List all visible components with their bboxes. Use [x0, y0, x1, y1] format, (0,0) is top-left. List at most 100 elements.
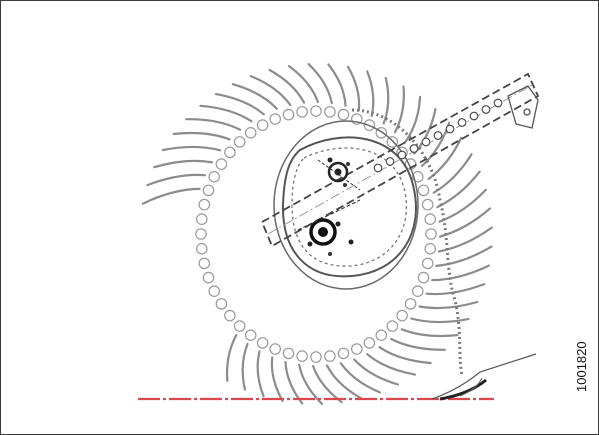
- reel-hole: [375, 329, 388, 341]
- reel-tine: [256, 350, 265, 398]
- reel-tine: [390, 337, 446, 351]
- reel-hole: [421, 257, 434, 270]
- reel-hole: [404, 298, 417, 310]
- reel-hole: [282, 108, 295, 121]
- arm-hole: [493, 98, 503, 108]
- reel-tine: [366, 70, 375, 118]
- reel-tine: [400, 328, 459, 338]
- reel-tine: [214, 93, 265, 116]
- reel-hole: [424, 243, 436, 255]
- hub-plate-inner: [291, 147, 408, 267]
- reel-guard-edge: [351, 108, 464, 376]
- reel-tine: [185, 118, 242, 131]
- reel-hole: [310, 105, 322, 117]
- reel-hole: [282, 347, 295, 360]
- reel-hole: [256, 337, 269, 349]
- reel-hole: [417, 271, 430, 284]
- reel-tine: [382, 76, 390, 125]
- reel-hole: [202, 271, 215, 284]
- reel-tine: [161, 145, 222, 152]
- reel-tine: [268, 68, 306, 104]
- reel-hole: [215, 158, 228, 170]
- reel-tine: [146, 173, 207, 187]
- arm-hole: [409, 144, 419, 153]
- reel-tine: [339, 362, 381, 394]
- reel-tine: [425, 283, 486, 296]
- reel-tine: [199, 104, 253, 123]
- reel-hole: [324, 350, 336, 362]
- reel-hole: [224, 309, 236, 322]
- reel-hole: [244, 127, 257, 139]
- reel-hole: [202, 184, 215, 197]
- reel-tine: [325, 364, 363, 400]
- reel-tine: [346, 65, 361, 112]
- reel-tine: [418, 300, 479, 310]
- reel-tine: [327, 63, 347, 107]
- main-sprocket: [297, 199, 361, 256]
- reel-tine: [353, 358, 399, 386]
- reel-hole: [198, 198, 211, 211]
- reel-hole: [296, 350, 308, 362]
- reel-hole: [198, 257, 211, 270]
- reel-tine: [312, 364, 343, 404]
- reel-hole: [386, 320, 399, 332]
- arm-hole: [457, 118, 467, 127]
- reel-tine: [393, 85, 405, 134]
- reel-hole: [256, 119, 269, 131]
- reel-tine: [404, 95, 422, 144]
- reel-hole: [224, 146, 236, 159]
- reel-tine: [427, 136, 463, 180]
- drive-arm-center: [267, 84, 533, 235]
- reel-hole: [425, 228, 437, 240]
- reel-tine: [241, 342, 249, 391]
- reel-tine: [307, 62, 333, 105]
- reel-tines: [141, 62, 493, 405]
- reel-hole: [196, 243, 208, 255]
- reel-tine: [287, 64, 319, 104]
- reel-hole: [396, 309, 408, 322]
- reel-hole: [337, 347, 350, 360]
- reel-hole: [208, 285, 220, 297]
- center-hub: [273, 120, 419, 290]
- reel-hole: [195, 228, 207, 240]
- reel-tine: [172, 131, 231, 141]
- reel-hole: [363, 337, 376, 349]
- reel-tine: [410, 317, 470, 324]
- drive-arm-holes: [373, 98, 503, 173]
- reel-tine: [225, 334, 238, 382]
- reel-hole-ring: [195, 105, 437, 363]
- arm-hole: [469, 111, 479, 121]
- reel-hole: [350, 343, 363, 355]
- reel-hole: [196, 213, 208, 225]
- reel-hole: [421, 198, 434, 211]
- skid-shoe: [431, 353, 537, 401]
- reel-hole: [296, 106, 308, 118]
- arm-hole: [397, 150, 407, 160]
- reel-tine: [231, 83, 278, 110]
- arm-hole: [445, 124, 455, 134]
- arm-hole: [421, 137, 431, 147]
- reel-hole: [324, 106, 336, 118]
- reel-tine: [438, 207, 492, 238]
- arm-hole: [481, 105, 491, 114]
- reel-hole: [233, 136, 246, 148]
- reel-hole: [244, 329, 257, 341]
- reel-hole: [386, 136, 399, 148]
- drive-arm-bar: [260, 72, 540, 248]
- reel-tine: [366, 353, 416, 376]
- reel-hole: [424, 213, 436, 225]
- arm-hole: [373, 163, 383, 173]
- reel-tine: [431, 264, 490, 282]
- reel-hole: [208, 171, 220, 183]
- arm-hole: [433, 131, 443, 140]
- reel-hole: [215, 298, 228, 310]
- reel-hole: [417, 184, 430, 197]
- arm-hole: [385, 157, 395, 166]
- reel-hole: [337, 108, 350, 121]
- reel-tine: [298, 363, 324, 405]
- hub-rim: [273, 120, 419, 290]
- reel-tine: [437, 226, 493, 253]
- reel-tine: [249, 75, 292, 106]
- arm-end-bracket: [507, 85, 539, 129]
